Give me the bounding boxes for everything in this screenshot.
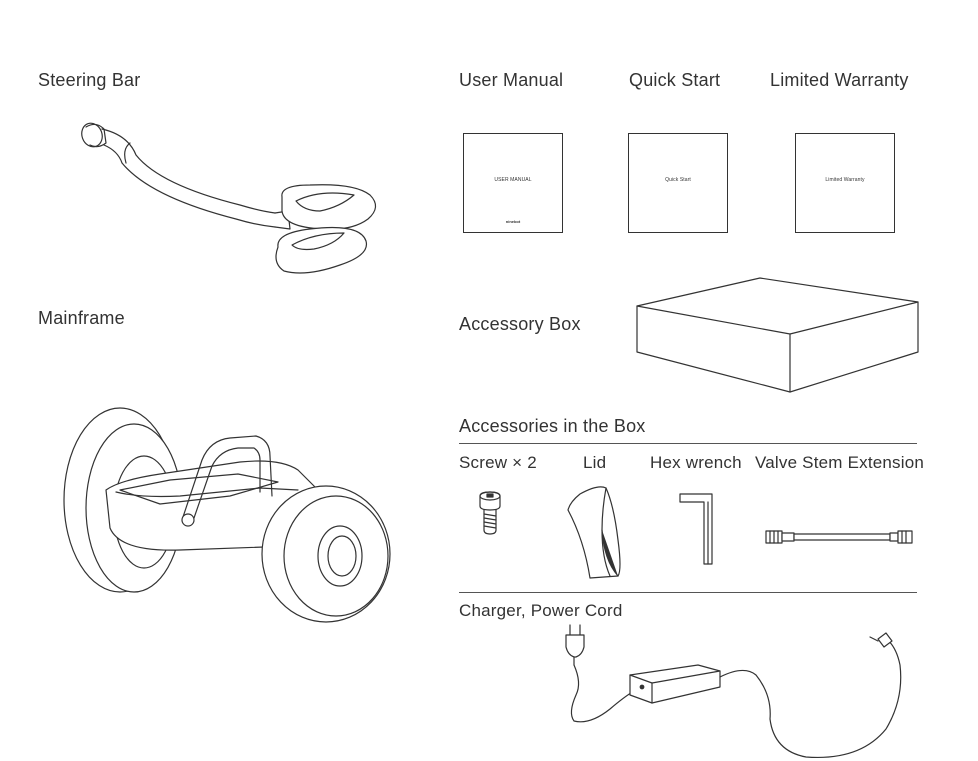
warranty-booklet: Limited Warranty: [795, 133, 895, 233]
accessory-label-valve-stem: Valve Stem Extension: [755, 453, 925, 472]
limited-warranty-label: Limited Warranty: [770, 70, 909, 90]
accessories-bottom-rule: [459, 592, 917, 593]
accessory-label-hex-wrench: Hex wrench: [650, 453, 742, 472]
mainframe-icon: [63, 407, 391, 623]
charger-icon: [565, 624, 902, 759]
valve-stem-extension-icon: [765, 530, 913, 544]
hex-wrench-icon: [679, 493, 713, 565]
user-manual-cover-title: USER MANUAL: [494, 177, 532, 183]
user-manual-booklet: USER MANUAL ninebot: [463, 133, 563, 233]
steering-bar-label: Steering Bar: [38, 70, 141, 90]
user-manual-label: User Manual: [459, 70, 564, 90]
charger-label: Charger, Power Cord: [459, 601, 623, 620]
screw-icon: [479, 491, 501, 535]
warranty-cover-title: Limited Warranty: [825, 177, 865, 183]
accessories-in-box-label: Accessories in the Box: [459, 416, 646, 436]
accessory-box-icon: [636, 277, 919, 393]
quick-start-cover-title: Quick Start: [665, 177, 691, 183]
quick-start-label: Quick Start: [629, 70, 721, 90]
lid-icon: [567, 486, 621, 579]
accessory-label-screw: Screw × 2: [459, 453, 537, 472]
steering-bar-icon: [81, 122, 377, 274]
quick-start-booklet: Quick Start: [628, 133, 728, 233]
mainframe-label: Mainframe: [38, 308, 125, 328]
accessories-top-rule: [459, 443, 917, 444]
accessory-label-lid: Lid: [583, 453, 607, 472]
brand-logo: ninebot: [505, 219, 521, 224]
accessory-box-label: Accessory Box: [459, 314, 581, 334]
